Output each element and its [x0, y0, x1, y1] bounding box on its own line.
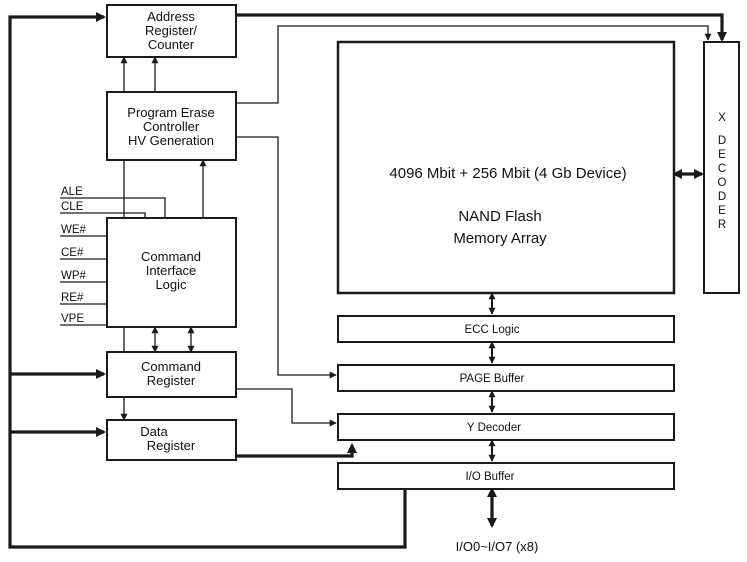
ale-line — [60, 197, 166, 218]
command-interface-logic-block: Command Interface Logic — [106, 217, 237, 328]
address-register-label-2: Register/ — [145, 23, 197, 38]
memory-array-type: NAND Flash — [458, 208, 541, 225]
xdec-letter-4: C — [718, 163, 726, 175]
xdec-letter-1: X — [718, 112, 726, 124]
signal-vpe: VPE — [61, 313, 84, 325]
pec-label-1: Program Erase — [127, 105, 214, 120]
signal-ce: CE# — [61, 247, 84, 259]
ecc-logic-block: ECC Logic — [337, 315, 675, 343]
address-register-block: Address Register/ Counter — [106, 4, 237, 58]
cmdreg-label-1: Command — [141, 359, 201, 374]
memory-array-capacity: 4096 Mbit + 256 Mbit (4 Gb Device) — [389, 165, 626, 182]
io-buffer-block: I/O Buffer — [337, 462, 675, 490]
io-buffer-label: I/O Buffer — [465, 471, 514, 483]
xdec-letter-8: R — [718, 219, 726, 231]
x-decoder-block: X D E C O D E R — [703, 41, 740, 294]
command-register-block: Command Register — [106, 351, 237, 398]
pec-to-xdecoder — [236, 25, 712, 104]
pec-label-3: HV Generation — [128, 133, 214, 148]
data-register-block: Data Register — [106, 419, 237, 461]
memory-array-block: 4096 Mbit + 256 Mbit (4 Gb Device) NAND … — [336, 40, 676, 295]
cmdreg-to-ydecoder — [236, 388, 337, 427]
control-signals: ALE CLE WE# CE# WP# RE# VPE — [61, 186, 87, 325]
y-decoder-label: Y Decoder — [467, 422, 521, 434]
y-decoder-block: Y Decoder — [337, 413, 675, 441]
ecc-logic-label: ECC Logic — [465, 324, 520, 336]
page-buffer-block: PAGE Buffer — [337, 364, 675, 392]
xdec-letter-6: D — [718, 191, 726, 203]
signal-wp: WP# — [61, 270, 87, 282]
io-pins-label: I/O0~I/O7 (x8) — [456, 539, 539, 554]
address-register-label-1: Address — [147, 9, 195, 24]
signal-we: WE# — [61, 224, 87, 236]
signal-cle: CLE — [61, 201, 84, 213]
datareg-label-2: Register — [147, 438, 196, 453]
xdec-letter-2: D — [718, 135, 726, 147]
page-buffer-label: PAGE Buffer — [460, 373, 525, 385]
signal-re: RE# — [61, 292, 84, 304]
address-register-label-3: Counter — [148, 37, 195, 52]
xdec-letter-7: E — [718, 205, 726, 217]
pec-to-pagebuffer — [236, 136, 337, 379]
memory-array-name: Memory Array — [453, 230, 547, 247]
cle-line — [60, 212, 146, 218]
cil-label-2: Interface — [146, 263, 197, 278]
cmdreg-label-2: Register — [147, 373, 196, 388]
signal-ale: ALE — [61, 186, 83, 198]
wires — [8, 12, 727, 549]
program-erase-controller-block: Program Erase Controller HV Generation — [106, 91, 237, 161]
data-to-ydecoder-bus — [236, 443, 357, 458]
datareg-label-1: Data — [140, 424, 168, 439]
cil-label-1: Command — [141, 249, 201, 264]
pec-label-2: Controller — [143, 119, 200, 134]
address-to-xdecoder-bus — [236, 13, 727, 42]
xdec-letter-5: O — [718, 177, 727, 189]
io-bus-loop — [8, 12, 407, 549]
cil-label-3: Logic — [155, 277, 187, 292]
xdec-letter-3: E — [718, 149, 726, 161]
